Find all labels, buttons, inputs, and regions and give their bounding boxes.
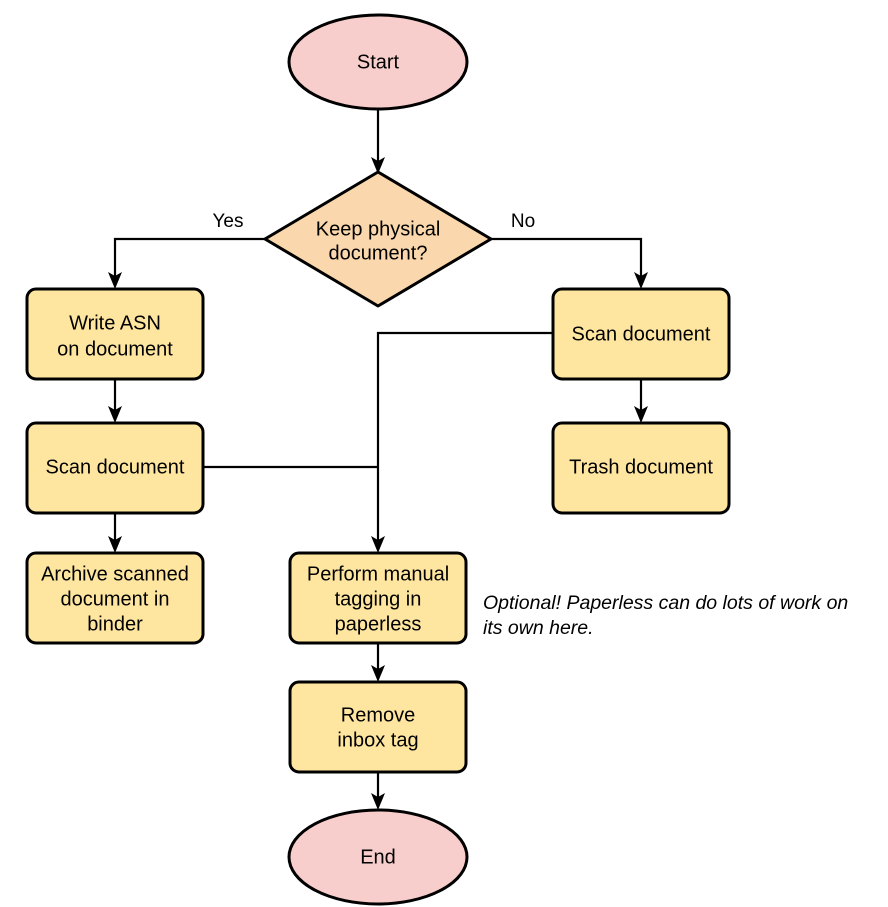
edge-scan-right-to-trash — [634, 379, 648, 423]
node-start[interactable]: Start — [287, 13, 469, 111]
node-scan-right-label: Scan document — [572, 323, 711, 345]
edge-scan-right-to-manual-tagging — [371, 331, 553, 553]
edge-scan-left-to-archive — [108, 513, 122, 553]
annotation-optional-note: Optional! Paperless can do lots of work … — [483, 592, 848, 639]
annotation-line2: its own here. — [483, 617, 594, 639]
scan-document-right-box[interactable] — [551, 287, 731, 381]
arrowhead-icon — [108, 272, 122, 289]
arrowhead-icon — [634, 406, 648, 423]
node-end-label: End — [360, 846, 396, 868]
arrowhead-icon — [108, 536, 122, 553]
edge-decision-yes-to-write-asn — [108, 237, 265, 289]
trash-document-box[interactable] — [551, 421, 731, 515]
node-decision-label-line2: document? — [329, 242, 428, 264]
node-write-asn-label-line2: on document — [57, 338, 173, 360]
arrowhead-icon — [371, 793, 385, 810]
node-scan-document-right[interactable]: Scan document — [551, 287, 731, 381]
node-trash-document[interactable]: Trash document — [551, 421, 731, 515]
node-scan-left-label: Scan document — [46, 456, 185, 478]
edge-write-asn-to-scan-left — [108, 379, 122, 423]
annotation-line1: Optional! Paperless can do lots of work … — [483, 592, 848, 614]
decision-diamond[interactable] — [263, 170, 493, 308]
node-decision-label-line1: Keep physical — [316, 218, 441, 240]
manual-tagging-box[interactable] — [288, 551, 468, 645]
arrowhead-icon — [371, 665, 385, 682]
node-remove-tag-label-line2: inbox tag — [337, 729, 418, 751]
node-decision-keep-physical-document[interactable]: Keep physical document? — [263, 170, 493, 308]
node-archive-label-line3: binder — [87, 613, 143, 635]
node-write-asn[interactable]: Write ASN on document — [25, 287, 205, 381]
edge-label-yes: Yes — [213, 211, 244, 232]
node-manual-tagging-label-line1: Perform manual — [307, 563, 449, 585]
arrowhead-icon — [371, 536, 385, 553]
node-scan-document-left[interactable]: Scan document — [25, 421, 205, 515]
node-archive-label-line2: document in — [61, 588, 170, 610]
arrowhead-icon — [108, 406, 122, 423]
start-ellipse[interactable] — [287, 13, 469, 111]
edge-decision-no-to-scan-right — [491, 237, 648, 289]
arrowhead-icon — [371, 157, 385, 174]
end-ellipse[interactable] — [287, 808, 469, 906]
remove-inbox-tag-box[interactable] — [288, 680, 468, 774]
node-trash-label: Trash document — [569, 456, 713, 478]
node-archive-scanned-document-in-binder[interactable]: Archive scanned document in binder — [25, 551, 205, 645]
node-manual-tagging-label-line3: paperless — [335, 613, 422, 635]
arrowhead-icon — [634, 272, 648, 289]
node-archive-label-line1: Archive scanned — [41, 563, 189, 585]
edge-manual-tagging-to-remove-tag — [371, 643, 385, 682]
archive-binder-box[interactable] — [25, 551, 205, 645]
node-remove-inbox-tag[interactable]: Remove inbox tag — [288, 680, 468, 774]
node-end[interactable]: End — [287, 808, 469, 906]
node-remove-tag-label-line1: Remove — [341, 704, 415, 726]
edge-remove-tag-to-end — [371, 772, 385, 810]
node-start-label: Start — [357, 51, 400, 73]
node-manual-tagging-label-line2: tagging in — [335, 588, 422, 610]
scan-document-left-box[interactable] — [25, 421, 205, 515]
node-perform-manual-tagging[interactable]: Perform manual tagging in paperless — [288, 551, 468, 645]
edge-label-no: No — [511, 211, 535, 232]
edge-start-to-decision — [371, 109, 385, 174]
write-asn-box[interactable] — [25, 287, 205, 381]
node-write-asn-label-line1: Write ASN — [69, 312, 161, 334]
